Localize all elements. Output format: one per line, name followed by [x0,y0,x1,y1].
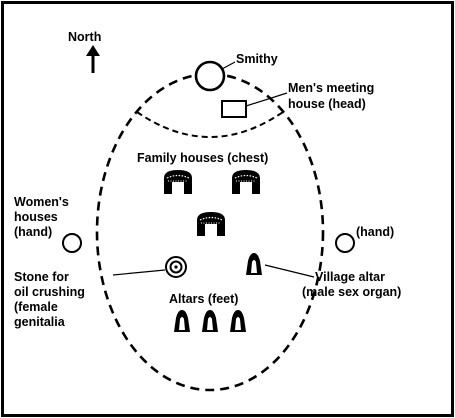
family-house-icon [197,212,225,236]
mens-meeting-leader-line [245,92,288,107]
head-region-arc [136,111,284,138]
altar-icon [230,310,246,332]
mens-meeting-label-1: Men's meeting [288,81,374,95]
stone-label-4: genitalia [14,315,66,329]
altar-icon [174,310,190,332]
village-boundary-oval [95,72,325,392]
altars-label: Altars (feet) [169,292,238,306]
family-house-icon [164,170,192,194]
village-altar-label-1: Village altar [315,270,385,284]
north-arrow-icon [86,45,100,73]
mens-meeting-label-2: house (head) [288,97,366,111]
right-hand-label: (hand) [356,225,394,239]
north-label: North [68,30,101,44]
stone-label-1: Stone for [14,270,69,284]
stone-label-3: (female [14,300,58,314]
oil-crushing-stone-icon [165,256,187,278]
womens-houses-label-3: (hand) [14,225,52,239]
stone-label-2: oil crushing [14,285,85,299]
womens-houses-circle [62,233,82,253]
right-hand-circle [335,233,355,253]
stone-leader-line [112,269,166,276]
womens-houses-label-2: houses [14,210,58,224]
smithy-leader-line [221,61,236,70]
family-house-icon [232,170,260,194]
womens-houses-label-1: Women's [14,195,69,209]
smithy-circle [194,60,226,92]
smithy-label: Smithy [236,52,278,66]
village-altar-label-2: (male sex organ) [302,285,401,299]
village-altar-leader-line [264,264,315,278]
altar-icon [202,310,218,332]
family-houses-label: Family houses (chest) [137,151,268,165]
mens-meeting-house-rect [221,100,247,118]
village-altar-icon [246,253,262,275]
